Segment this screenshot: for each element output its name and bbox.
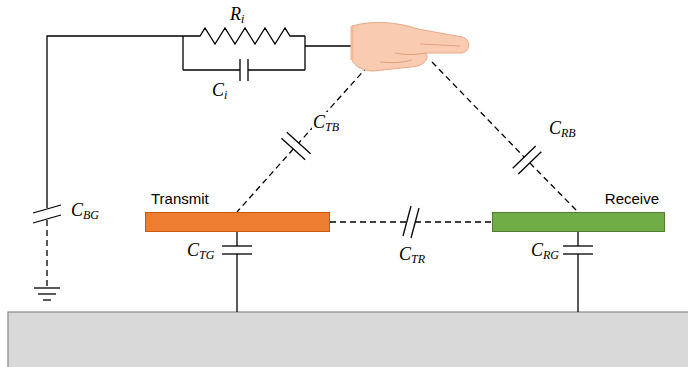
capacitor-symbol [33, 205, 61, 213]
component-label: CRB [548, 118, 577, 138]
component-label: CRG [530, 240, 560, 260]
capacitor-symbol [513, 146, 536, 168]
capacitor-symbol [563, 245, 593, 246]
capacitor-symbol [518, 152, 541, 174]
resistor-symbol [183, 28, 305, 44]
component-label: CTG [186, 240, 215, 260]
ground-symbol [43, 299, 51, 300]
component-label: Ci [211, 80, 228, 100]
coupling-connector [330, 221, 492, 222]
wire [577, 232, 578, 246]
wire [530, 163, 578, 212]
capacitor-symbol [411, 208, 419, 238]
component-label: CTR [398, 244, 426, 264]
hand-illustration [352, 22, 469, 71]
capacitor-symbol [239, 59, 240, 81]
capacitor-symbol [287, 132, 311, 153]
wire [46, 220, 47, 288]
wire [183, 69, 240, 70]
wire [236, 254, 237, 312]
component-label: CTB [312, 112, 340, 132]
component-label: Ri [229, 4, 245, 24]
ground-plane [8, 312, 688, 367]
wire [577, 254, 578, 312]
wire [248, 69, 305, 70]
capacitor-symbol [222, 245, 252, 246]
wire [47, 36, 183, 208]
capacitor-symbol [281, 138, 305, 159]
wire [305, 45, 356, 46]
electrode-bar: Transmit [145, 212, 330, 232]
capacitor-symbol [403, 206, 411, 236]
component-label: CBG [70, 200, 100, 220]
wire [182, 36, 183, 70]
ground-symbol [38, 293, 56, 294]
wire [237, 149, 293, 212]
wire [299, 66, 368, 143]
wire [432, 62, 524, 157]
electrode-label: Receive [493, 190, 664, 208]
electrode-bar: Receive [492, 212, 665, 232]
wire [236, 232, 237, 246]
electrode-label: Transmit [146, 190, 329, 208]
ground-symbol [34, 287, 60, 288]
wire [304, 36, 305, 70]
